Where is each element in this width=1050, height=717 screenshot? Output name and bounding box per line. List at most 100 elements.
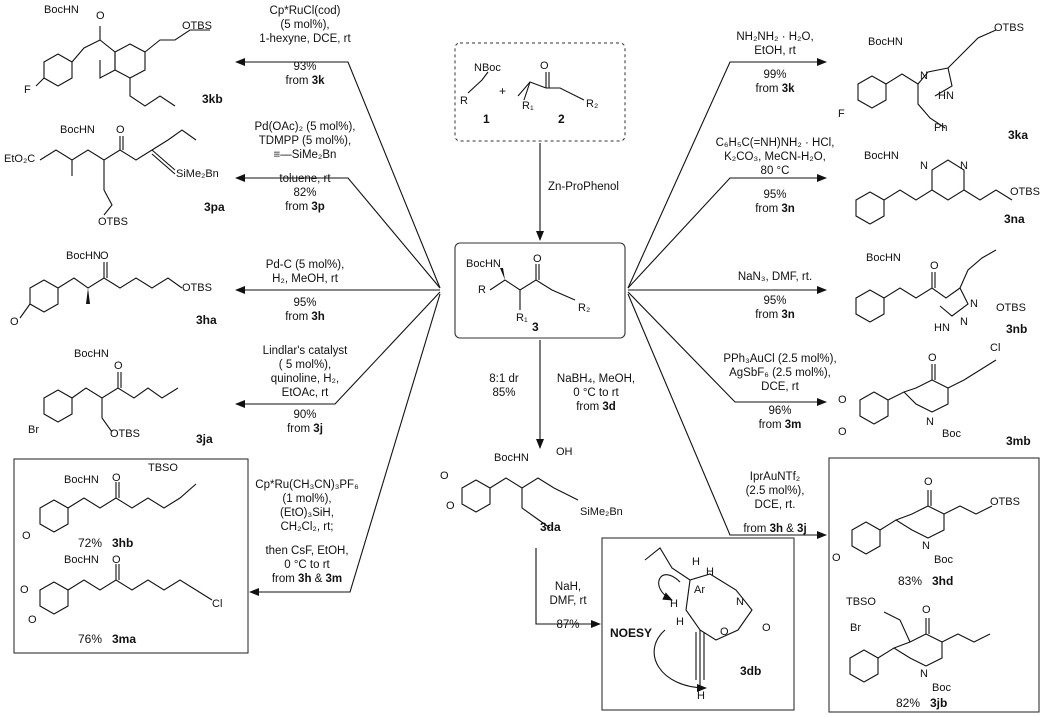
noesy-arrow-top: [658, 574, 681, 601]
3ma-bochn: BocHN: [64, 554, 99, 566]
3hd-n: N: [922, 540, 930, 552]
3na-n2: N: [960, 160, 968, 172]
structure-3db: [644, 547, 753, 688]
3ma-cl: Cl: [212, 598, 223, 610]
arrow-to-3na: [627, 174, 827, 289]
3kb-o: O: [96, 10, 105, 22]
structure-3hb-3ma: [39, 482, 213, 615]
3ja-br: Br: [28, 424, 39, 436]
structure-3pa: [39, 129, 197, 216]
label-3: 3: [532, 320, 539, 334]
3nb-hn: HN: [934, 322, 950, 334]
imine-r: R: [460, 95, 468, 107]
arrow-to-3hd: [627, 293, 827, 539]
plus-sign: +: [499, 84, 507, 98]
3ka-otbs: OTBS: [994, 22, 1024, 34]
arrow-3da-to-3db: [535, 548, 601, 628]
3ma-ome-2: O: [28, 614, 37, 626]
structure-3na: [855, 159, 1013, 225]
3hb-bochn: BocHN: [64, 474, 99, 486]
3db-o-carbonyl: O: [762, 622, 771, 634]
structure-3ja: [43, 372, 179, 433]
3mb-boc: Boc: [942, 428, 961, 440]
3ja-otbs: OTBS: [110, 428, 140, 440]
3hd-ome: O: [832, 552, 841, 564]
3ma-o: O: [112, 554, 121, 566]
conditions-3hb-3ma: Cp*Ru(CH₃CN)₃PF₆(1 mol%),(EtO)₃SiH,CH₂Cl…: [255, 479, 359, 585]
yield-3hd: 83%: [898, 574, 923, 588]
structure-3mb: [859, 359, 997, 425]
arrow-to-3ja: [235, 291, 441, 408]
3ja-bochn: BocHN: [74, 348, 109, 360]
3na-otbs: OTBS: [1010, 186, 1040, 198]
3hd-boc: Boc: [934, 554, 953, 566]
3ha-bochn: BocHN: [66, 250, 101, 262]
label-2: 2: [558, 112, 565, 126]
3nb-o: O: [930, 260, 939, 272]
3ka-hn: HN: [938, 90, 954, 102]
3mb-o: O: [928, 352, 937, 364]
3da-oh: OH: [556, 446, 573, 458]
label-3pa: 3pa: [204, 200, 225, 214]
3db-h1: H: [692, 556, 700, 568]
imine-1-skeleton: [467, 71, 489, 94]
label-3hd: 3hd: [932, 574, 954, 588]
3ha-o: O: [100, 250, 109, 262]
box-3hb-3ma: [13, 458, 249, 654]
conditions-3na: C₆H₅C(=NH)NH₂ · HCl,K₂CO₃, MeCN-H₂O,80 °…: [715, 137, 835, 215]
label-1: 1: [483, 112, 490, 126]
3nb-n2: N: [960, 316, 968, 328]
starting-materials-box: [454, 42, 626, 142]
3db-h3: H: [670, 598, 678, 610]
3da-sime2bn: SiMe₂Bn: [580, 506, 623, 518]
3hd-otbs: OTBS: [990, 496, 1020, 508]
ynone-r2: R₂: [586, 98, 599, 110]
3mb-ome-2: O: [838, 426, 847, 438]
3na-n1: N: [920, 160, 928, 172]
conditions-3da: NaBH₄, MeOH,0 °C to rt from 3d: [556, 373, 636, 413]
3db-nh: N: [736, 596, 744, 608]
box-3db-noesy: [601, 537, 795, 711]
noesy-arrow-bottom: [653, 629, 707, 692]
conditions-3ka: NH₂NH₂ · H₂O,EtOH, rt 99% from 3k: [736, 31, 814, 95]
3na-bochn: BocHN: [864, 150, 899, 162]
ynone-2-skeleton: [517, 81, 585, 101]
3mb-cl: Cl: [990, 342, 1001, 354]
label-3hb: 3hb: [112, 536, 134, 550]
structure-3jb: [849, 611, 991, 683]
imine-nboc: NBoc: [474, 62, 501, 74]
conditions-3kb: Cp*RuCl(cod)(5 mol%),1-hexyne, DCE, rt 9…: [259, 5, 351, 87]
label-3mb: 3mb: [1006, 434, 1031, 448]
3hd-o: O: [924, 476, 933, 488]
3kb-bochn: BocHN: [44, 4, 79, 16]
structure-3da: [461, 477, 579, 529]
conditions-3nb: NaN₃, DMF, rt. 95% from 3n: [737, 271, 813, 321]
label-3da: 3da: [540, 520, 561, 534]
label-3ha: 3ha: [196, 313, 217, 327]
3hb-o: O: [112, 472, 121, 484]
conditions-3mb: PPh₃AuCl (2.5 mol%),AgSbF₆ (2.5 mol%),DC…: [723, 353, 837, 431]
noesy-label: NOESY: [610, 626, 653, 640]
arrow-to-3kb: [235, 58, 441, 289]
label-3kb: 3kb: [202, 92, 223, 106]
3pa-o: O: [116, 124, 125, 136]
label-3ma: 3ma: [112, 632, 137, 646]
structure-3nb: [855, 249, 997, 323]
yield-3jb: 82%: [896, 696, 921, 710]
3db-ar: Ar: [694, 584, 705, 596]
yield-3hb: 72%: [78, 536, 103, 550]
conditions-3pa: Pd(OAc)₂ (5 mol%),TDMPP (5 mol%),≡—SiMe₂…: [254, 121, 356, 213]
arrow-to-3mb: [627, 291, 827, 406]
3nb-otbs: OTBS: [996, 302, 1026, 314]
label-3ja: 3ja: [196, 432, 213, 446]
3db-h-alkyne: H: [697, 690, 705, 702]
structure-3ha: [19, 262, 183, 319]
3ma-ome-1: O: [20, 584, 29, 596]
3da-ome-1: O: [440, 470, 449, 482]
arrow-to-3hb: [249, 293, 441, 596]
3db-h2: H: [706, 566, 714, 578]
structure-3kb: [35, 26, 210, 107]
center-o: O: [533, 253, 542, 265]
3mb-ome-1: O: [838, 394, 847, 406]
